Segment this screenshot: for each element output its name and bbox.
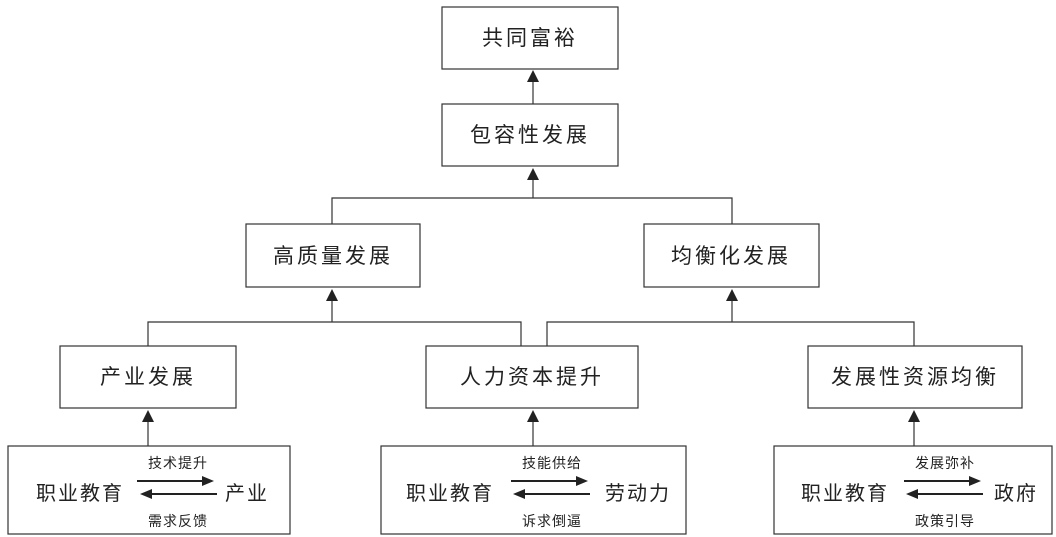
- relation-box-labor: 技能供给 职业教育 劳动力 诉求倒逼: [380, 445, 687, 535]
- node-balanced-development-label: 均衡化发展: [671, 244, 791, 268]
- relation-forward-label: 技术提升: [148, 456, 208, 472]
- relation-left-actor: 职业教育: [36, 481, 124, 505]
- node-common-prosperity-label: 共同富裕: [482, 26, 578, 50]
- node-inclusive-development-label: 包容性发展: [470, 123, 590, 147]
- node-human-capital: 人力资本提升: [425, 345, 639, 409]
- node-high-quality-development-label: 高质量发展: [273, 244, 393, 268]
- relation-left-actor: 职业教育: [406, 481, 494, 505]
- relation-box-government: 发展弥补 职业教育 政府 政策引导: [773, 445, 1053, 535]
- node-resource-balance-label: 发展性资源均衡: [831, 365, 999, 389]
- relation-backward-label: 诉求倒逼: [522, 514, 582, 530]
- node-common-prosperity: 共同富裕: [441, 6, 619, 70]
- relation-backward-label: 政策引导: [915, 513, 975, 530]
- node-human-capital-label: 人力资本提升: [460, 365, 604, 389]
- node-high-quality-development: 高质量发展: [245, 223, 421, 288]
- connectors: [142, 70, 920, 446]
- relation-box-industry: 技术提升 职业教育 产业 需求反馈: [7, 445, 291, 535]
- node-industry-development: 产业发展: [59, 345, 237, 409]
- node-inclusive-development: 包容性发展: [441, 103, 619, 167]
- relation-right-actor: 产业: [225, 481, 269, 505]
- node-balanced-development: 均衡化发展: [643, 223, 820, 288]
- relation-forward-label: 发展弥补: [915, 455, 975, 472]
- relation-forward-label: 技能供给: [522, 456, 582, 472]
- relation-backward-label: 需求反馈: [148, 514, 208, 530]
- relation-right-actor: 政府: [994, 481, 1038, 505]
- node-resource-balance: 发展性资源均衡: [807, 345, 1023, 409]
- relation-right-actor: 劳动力: [605, 481, 671, 505]
- node-industry-development-label: 产业发展: [100, 365, 196, 389]
- relation-left-actor: 职业教育: [801, 481, 889, 505]
